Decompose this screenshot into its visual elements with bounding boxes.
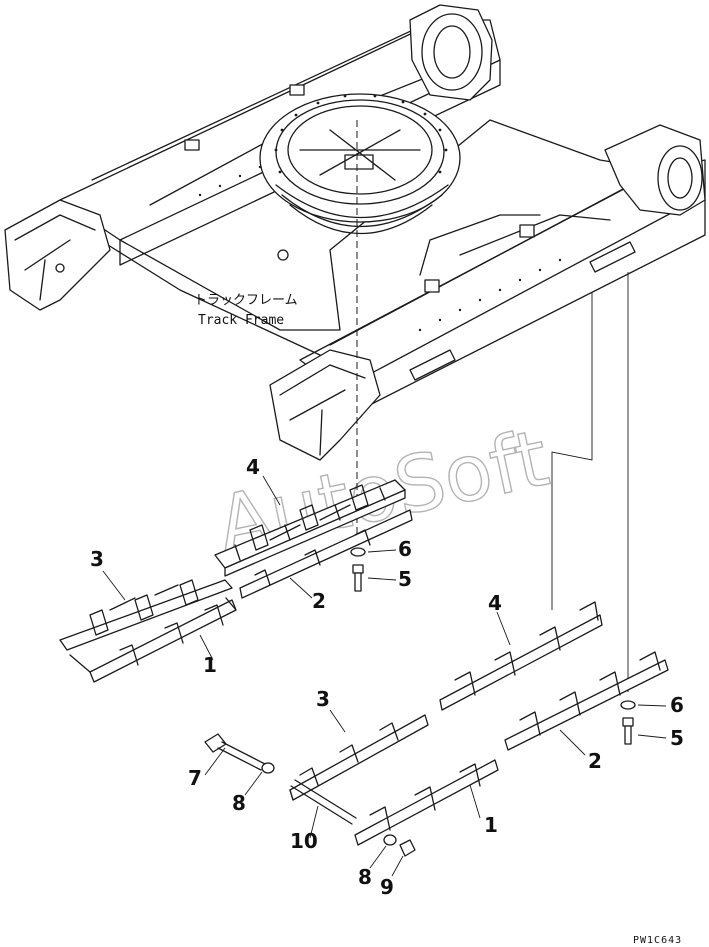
- guard-part-3-left: [59, 579, 233, 651]
- track-frame-label-en: Track Frame: [198, 313, 284, 328]
- callout-6-right: 6: [670, 693, 684, 717]
- callout-9: 9: [380, 875, 394, 899]
- callout-1-bottom: 1: [484, 813, 498, 837]
- callout-8-lower: 8: [358, 865, 372, 889]
- rod-10: [290, 779, 357, 825]
- callout-10: 10: [290, 829, 318, 853]
- callout-4-right: 4: [488, 591, 502, 615]
- washer-8-upper: [261, 762, 275, 774]
- drawing-code: PW1C643: [633, 935, 682, 946]
- washer-6-right: [620, 700, 636, 710]
- callout-7: 7: [188, 766, 202, 790]
- washer-6-left: [350, 547, 366, 557]
- callout-3-left: 3: [90, 547, 104, 571]
- callout-4-left: 4: [246, 455, 260, 479]
- callout-2-left: 2: [312, 589, 326, 613]
- track-frame-label-jp: トラックフレーム: [194, 293, 298, 308]
- callout-6-left: 6: [398, 537, 412, 561]
- callout-3-bottom: 3: [316, 687, 330, 711]
- long-bolt-7: [204, 733, 266, 771]
- callout-leaders: [102, 475, 667, 877]
- guard-part-2-right: [504, 651, 669, 751]
- bolt-5-left: [352, 564, 364, 592]
- guard-part-3-bottom: [289, 714, 429, 801]
- callout-2-right: 2: [588, 749, 602, 773]
- ring-bolt-holes: [274, 94, 448, 174]
- guard-part-1-left: [69, 597, 237, 683]
- callout-5-right: 5: [670, 726, 684, 750]
- bolt-5-right: [622, 717, 634, 745]
- guard-part-4-right: [439, 601, 603, 711]
- frame-bolt-holes: [198, 165, 562, 332]
- guard-part-1-bottom: [354, 759, 499, 846]
- washer-8-lower: [383, 834, 397, 846]
- callout-8-upper: 8: [232, 791, 246, 815]
- guard-part-4-left: [214, 479, 406, 577]
- callout-numbers: 3 4 1 2 6 5 4 3 6 5 2 7 8 1 10 8 9: [90, 455, 684, 899]
- callout-5-left: 5: [398, 567, 412, 591]
- guard-part-2-left: [239, 509, 413, 599]
- callout-1-left: 1: [203, 653, 217, 677]
- track-frame: [4, 4, 706, 461]
- nut-9: [399, 839, 416, 857]
